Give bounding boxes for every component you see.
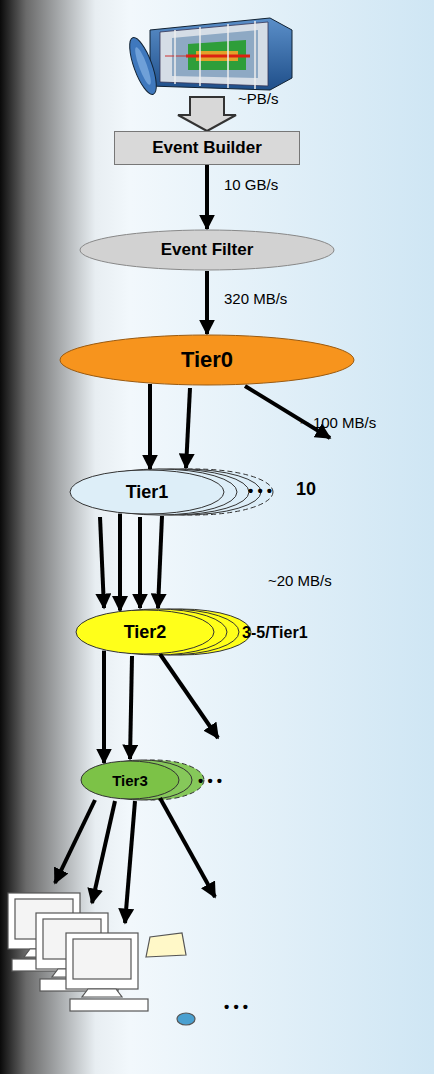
- flow-arrow: [205, 165, 209, 229]
- process-box: Event Builder: [114, 131, 300, 165]
- tier-ellipse: Tier3: [80, 760, 180, 800]
- data-rate-label: 10 GB/s: [222, 176, 280, 193]
- flow-arrow: [118, 514, 122, 611]
- tier-ellipse: Tier1: [69, 469, 225, 515]
- flow-arrow: [148, 384, 152, 469]
- data-rate-label: ~PB/s: [236, 90, 280, 107]
- computer-icons: [8, 893, 195, 1025]
- node-label: Tier0: [181, 347, 233, 373]
- annotation-label: • • •: [222, 998, 250, 1015]
- extra-arrows: [55, 386, 330, 923]
- hollow-arrow: [178, 97, 236, 131]
- filter-ellipse: Event Filter: [79, 229, 335, 271]
- data-rate-label: ~20 MB/s: [266, 572, 334, 589]
- annotation-label: 10: [294, 479, 318, 500]
- data-rate-label: 320 MB/s: [222, 290, 289, 307]
- detector-illustration: [124, 18, 292, 97]
- tier-ellipse: Tier2: [75, 609, 215, 655]
- annotation-label: 3-5/Tier1: [240, 624, 310, 642]
- node-label: Tier1: [126, 482, 169, 503]
- annotation-label: • • •: [196, 772, 224, 789]
- data-rate-label: ~ 100 MB/s: [298, 414, 378, 431]
- node-label: Tier2: [124, 622, 167, 643]
- tier-ellipse: Tier0: [59, 334, 355, 386]
- node-label: Event Builder: [152, 138, 262, 158]
- flow-arrow: [205, 271, 209, 334]
- annotation-label: • • •: [246, 482, 274, 499]
- node-label: Event Filter: [161, 240, 254, 260]
- flow-arrow: [102, 651, 106, 763]
- node-label: Tier3: [112, 772, 148, 789]
